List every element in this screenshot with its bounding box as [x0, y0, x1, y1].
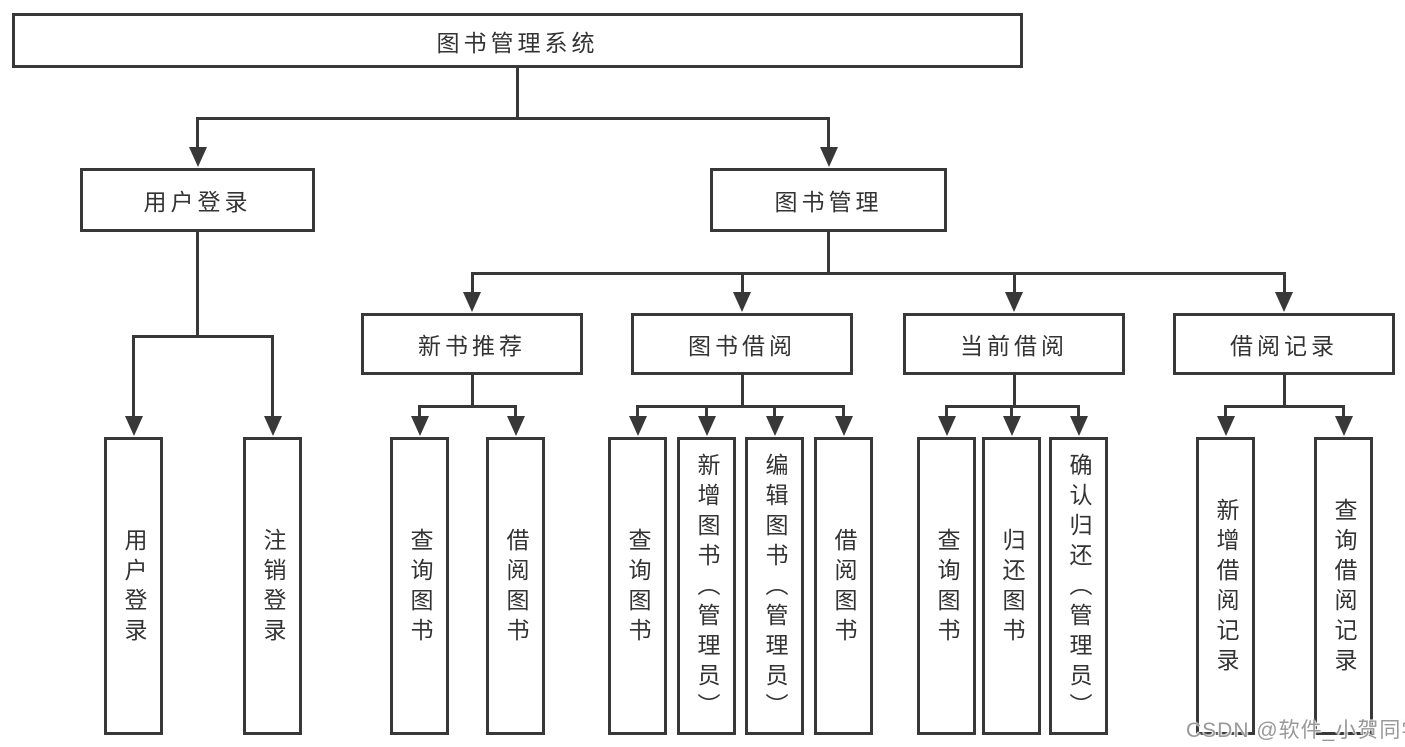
connector-line	[945, 405, 948, 422]
node-current-borrowing: 当前借阅	[903, 313, 1125, 375]
node-new-book-recommend-label: 新书推荐	[418, 333, 526, 359]
connector-line	[842, 405, 845, 422]
connector-line	[418, 405, 517, 408]
arrow-down-icon	[1005, 292, 1023, 312]
leaf-edit-book-admin-label: 编辑图书（管理员）	[762, 453, 788, 723]
connector-line	[196, 117, 199, 153]
arrow-down-icon	[124, 416, 143, 436]
connector-line	[1012, 272, 1016, 298]
connector-line	[705, 405, 708, 422]
arrow-down-icon	[1334, 416, 1353, 436]
connector-line	[132, 335, 274, 338]
node-user-login-label: 用户登录	[143, 189, 252, 215]
arrow-down-icon	[834, 416, 853, 436]
connector-line	[1224, 405, 1227, 422]
arrow-down-icon	[188, 147, 207, 167]
node-user-login: 用户登录	[80, 168, 315, 232]
connector-line	[1012, 373, 1016, 408]
arrow-down-icon	[937, 416, 956, 436]
leaf-confirm-return-admin: 确认归还（管理员）	[1049, 437, 1108, 735]
connector-line	[196, 117, 830, 120]
node-borrow-records: 借阅记录	[1173, 313, 1395, 375]
node-new-book-recommend: 新书推荐	[361, 313, 583, 375]
arrow-down-icon	[1069, 416, 1088, 436]
node-library-system-label: 图书管理系统	[436, 29, 599, 56]
connector-line	[470, 373, 474, 408]
node-library-system: 图书管理系统	[12, 13, 1023, 68]
leaf-borrow-books-2: 借阅图书	[814, 437, 873, 735]
connector-line	[470, 272, 1286, 275]
connector-line	[1282, 373, 1286, 408]
leaf-add-book-admin: 新增图书（管理员）	[677, 437, 736, 735]
leaf-return-books-label: 归还图书	[999, 528, 1025, 648]
node-current-borrowing-label: 当前借阅	[960, 333, 1068, 359]
arrow-down-icon	[1002, 416, 1021, 436]
arrow-down-icon	[1216, 416, 1235, 436]
leaf-query-books-1: 查询图书	[390, 437, 449, 735]
connector-line	[132, 335, 135, 422]
arrow-down-icon	[506, 416, 525, 436]
leaf-borrow-books-1-label: 借阅图书	[503, 528, 529, 648]
leaf-add-book-admin-label: 新增图书（管理员）	[694, 453, 720, 723]
node-borrow-records-label: 借阅记录	[1230, 333, 1338, 359]
connector-line	[1342, 405, 1345, 422]
leaf-query-books-3-label: 查询图书	[934, 528, 960, 648]
leaf-query-books-3: 查询图书	[917, 437, 976, 735]
leaf-query-books-1-label: 查询图书	[407, 528, 433, 648]
connector-line	[740, 373, 744, 408]
connector-line	[827, 230, 830, 275]
leaf-borrow-books-1: 借阅图书	[486, 437, 545, 735]
connector-line	[515, 66, 519, 120]
connector-line	[1010, 405, 1013, 422]
connector-line	[1282, 272, 1286, 298]
leaf-user-login-label: 用户登录	[121, 528, 147, 648]
arrow-down-icon	[819, 147, 838, 167]
connector-line	[196, 230, 199, 338]
connector-line	[636, 405, 845, 408]
node-book-borrowing-label: 图书借阅	[688, 333, 796, 359]
connector-line	[773, 405, 776, 422]
leaf-add-borrow-record-label: 新增借阅记录	[1213, 498, 1239, 678]
arrow-down-icon	[765, 416, 784, 436]
leaf-return-books: 归还图书	[982, 437, 1041, 735]
connector-line	[636, 405, 639, 422]
leaf-query-borrow-record: 查询借阅记录	[1314, 437, 1373, 735]
connector-line	[470, 272, 474, 298]
connector-line	[514, 405, 517, 422]
csdn-watermark: CSDN @软件_小贺同学	[1186, 719, 1405, 742]
leaf-logout: 注销登录	[243, 437, 302, 735]
leaf-add-borrow-record: 新增借阅记录	[1196, 437, 1255, 735]
leaf-borrow-books-2-label: 借阅图书	[831, 528, 857, 648]
arrow-down-icon	[733, 292, 751, 312]
arrow-down-icon	[410, 416, 429, 436]
arrow-down-icon	[628, 416, 647, 436]
connector-line	[418, 405, 421, 422]
arrow-down-icon	[697, 416, 716, 436]
node-book-management: 图书管理	[710, 168, 947, 232]
leaf-query-books-2: 查询图书	[608, 437, 667, 735]
connector-line	[271, 335, 274, 422]
node-book-borrowing: 图书借阅	[631, 313, 853, 375]
arrow-down-icon	[263, 416, 282, 436]
arrow-down-icon	[1275, 292, 1293, 312]
connector-line	[740, 272, 744, 298]
leaf-query-books-2-label: 查询图书	[625, 528, 651, 648]
leaf-confirm-return-admin-label: 确认归还（管理员）	[1066, 453, 1092, 723]
connector-line	[827, 117, 830, 153]
leaf-edit-book-admin: 编辑图书（管理员）	[745, 437, 804, 735]
leaf-query-borrow-record-label: 查询借阅记录	[1331, 498, 1357, 678]
arrow-down-icon	[463, 292, 481, 312]
leaf-logout-label: 注销登录	[260, 528, 286, 648]
node-book-management-label: 图书管理	[774, 189, 883, 215]
leaf-user-login: 用户登录	[104, 437, 163, 735]
connector-line	[1077, 405, 1080, 422]
connector-line	[1224, 405, 1345, 408]
